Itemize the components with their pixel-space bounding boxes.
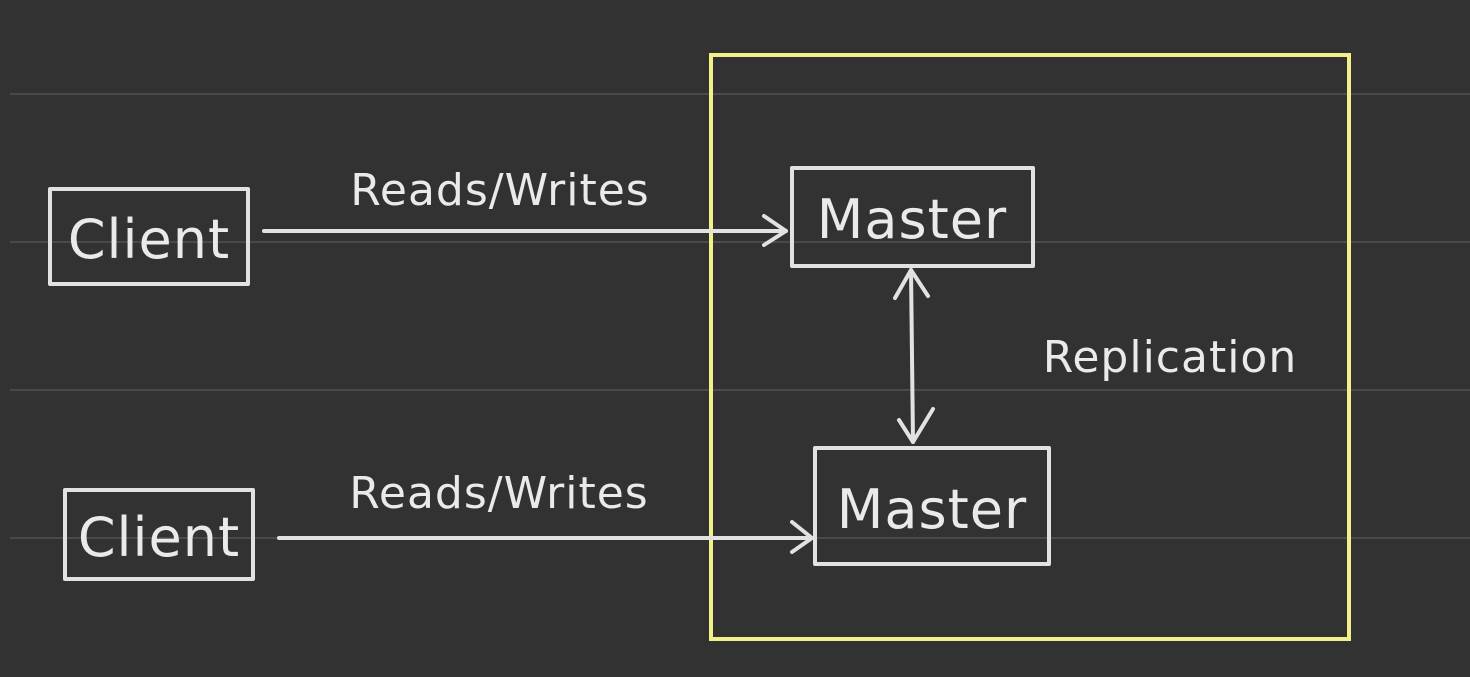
client-box bbox=[63, 488, 255, 581]
edge-label: Reads/Writes bbox=[349, 468, 648, 519]
client-node-top: Client bbox=[48, 187, 250, 286]
master-cluster-frame bbox=[709, 53, 1351, 641]
arrow-shaft bbox=[909, 268, 915, 444]
master-node-bottom: Master bbox=[813, 446, 1051, 566]
client-label: Client bbox=[68, 208, 230, 271]
arrow-head-down bbox=[897, 407, 935, 444]
client-node-bottom: Client bbox=[63, 488, 255, 581]
client-label: Client bbox=[78, 506, 240, 569]
arrow-head-up bbox=[893, 268, 930, 300]
edge-label: Reads/Writes bbox=[350, 165, 649, 216]
arrow-head bbox=[790, 520, 814, 554]
replication-arrow: Replication bbox=[893, 268, 1297, 444]
master-node-top: Master bbox=[790, 166, 1035, 268]
client-box bbox=[48, 187, 250, 286]
master-box bbox=[790, 166, 1035, 268]
arrow-head bbox=[762, 214, 788, 247]
master-label: Master bbox=[817, 188, 1007, 251]
master-box bbox=[813, 446, 1051, 566]
master-label: Master bbox=[837, 478, 1027, 541]
reads-writes-arrow-top: Reads/Writes bbox=[262, 165, 788, 247]
reads-writes-arrow-bottom: Reads/Writes bbox=[277, 468, 814, 554]
edge-label: Replication bbox=[1043, 332, 1297, 383]
